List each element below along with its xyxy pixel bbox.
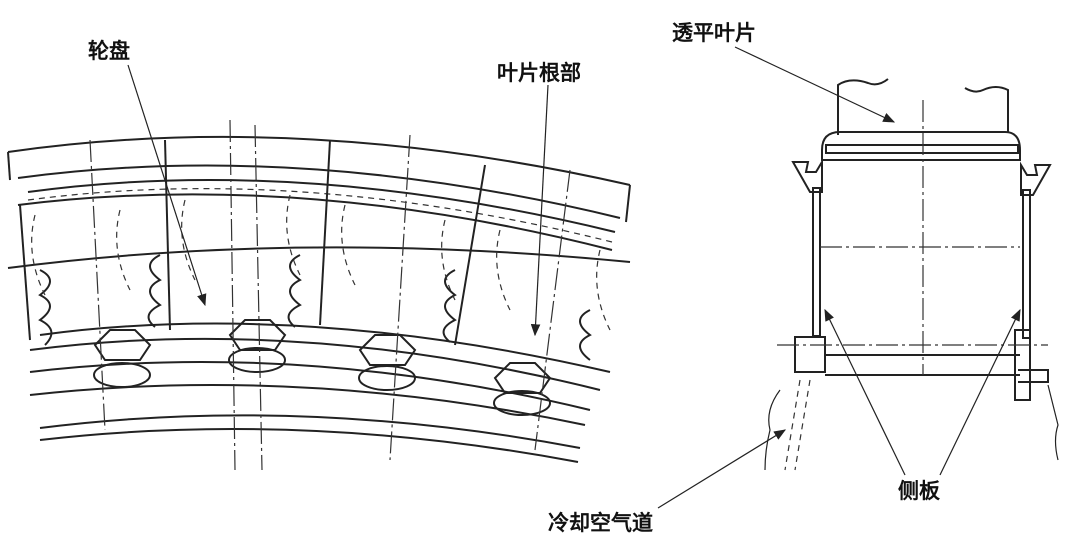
label-side-plate: 侧板 (898, 479, 941, 503)
blade-ring-section (7, 119, 631, 471)
label-disk: 轮盘 (88, 39, 130, 63)
label-cooling-air-channel: 冷却空气道 (548, 511, 653, 535)
blade-cross-section (764, 78, 1059, 471)
label-blade-root: 叶片根部 (497, 61, 581, 85)
leader-lines (127, 46, 1021, 509)
label-turbine-blade: 透平叶片 (672, 21, 756, 45)
